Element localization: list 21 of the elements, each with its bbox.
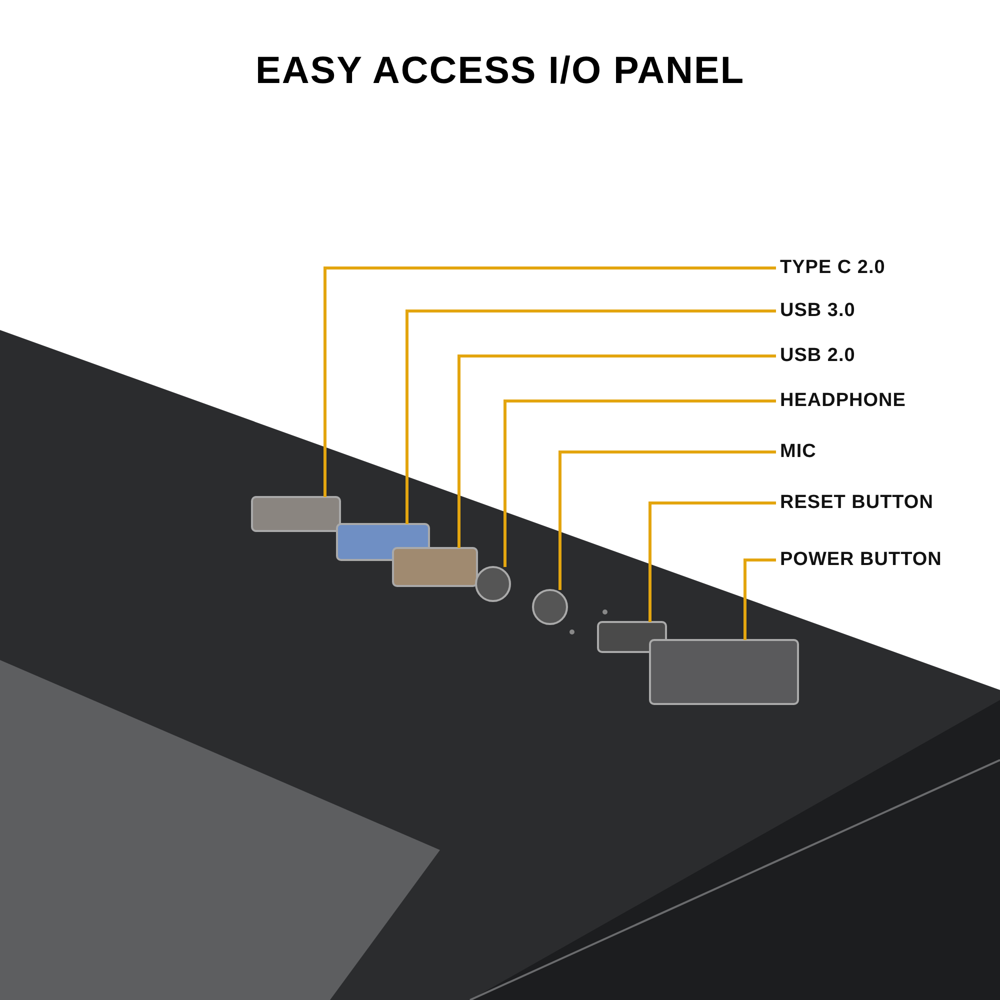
leader-line — [744, 558, 776, 640]
part-label: TYPE C 2.0 — [780, 257, 886, 279]
part-label: HEADPHONE — [780, 390, 906, 412]
leader-line — [558, 450, 776, 590]
usb-port — [392, 547, 478, 587]
part-label: USB 3.0 — [780, 300, 856, 322]
audio-jack — [532, 589, 568, 625]
power-button — [649, 639, 799, 705]
leader-line — [324, 266, 776, 497]
part-label: POWER BUTTON — [780, 549, 942, 571]
usb-c-port — [251, 496, 341, 532]
part-label: USB 2.0 — [780, 345, 856, 367]
audio-jack — [475, 566, 511, 602]
reset-button — [597, 621, 667, 653]
part-label: MIC — [780, 441, 816, 463]
leader-line — [648, 502, 776, 622]
leader-line — [406, 310, 776, 524]
leader-line — [504, 400, 776, 567]
part-label: RESET BUTTON — [780, 492, 934, 514]
title: EASY ACCESS I/O PANEL — [254, 50, 746, 93]
leader-line — [458, 354, 776, 548]
